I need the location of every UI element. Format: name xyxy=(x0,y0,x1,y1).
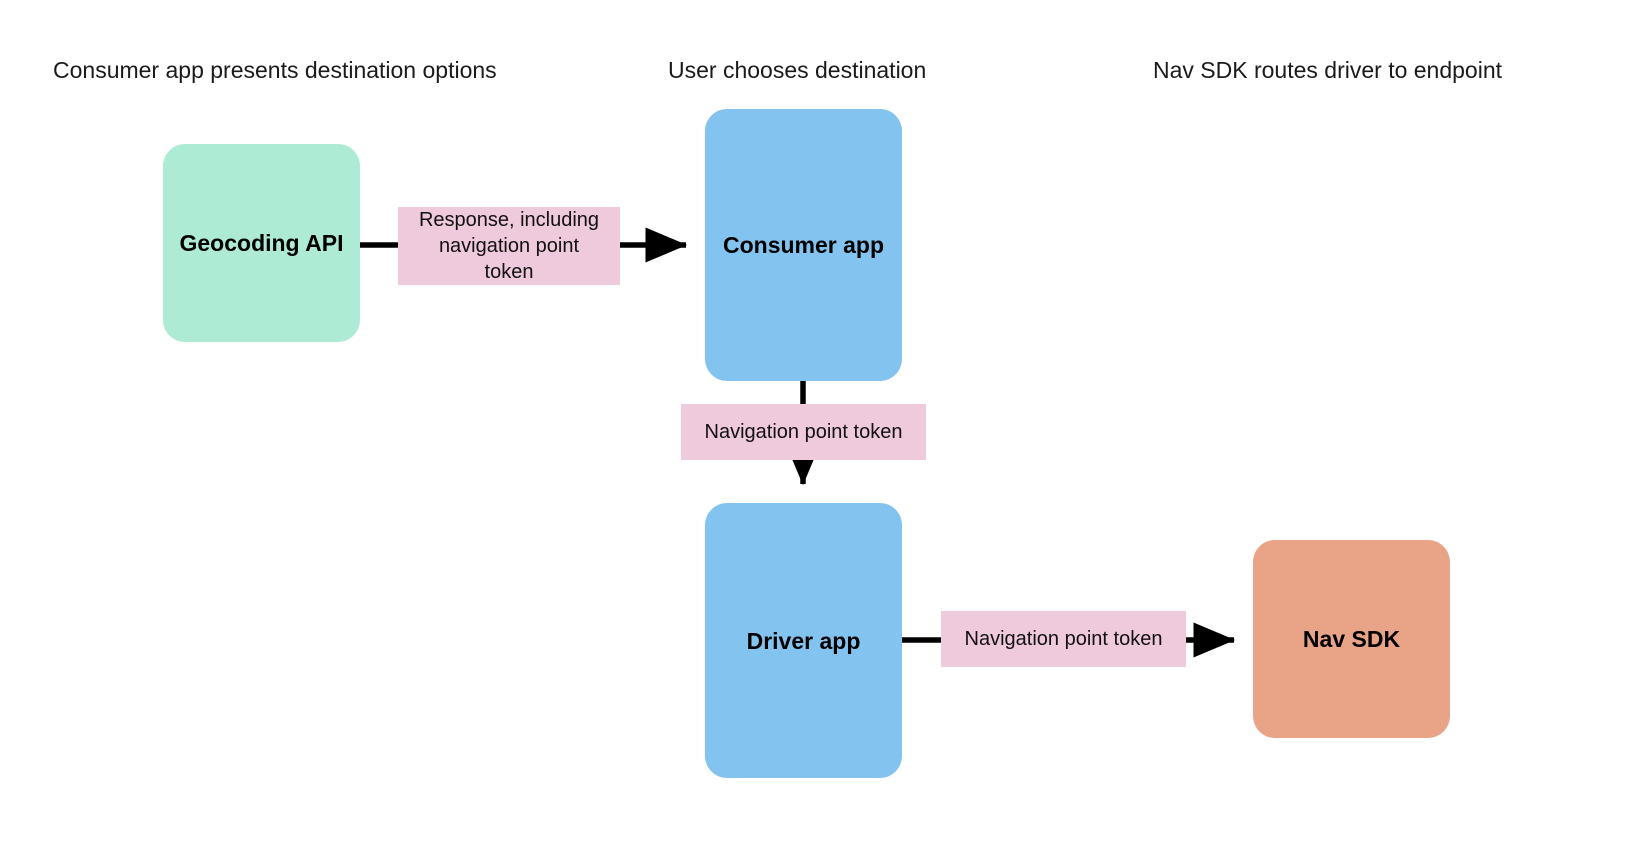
node-geocoding-api-label: Geocoding API xyxy=(179,230,344,256)
node-driver-app-label: Driver app xyxy=(746,627,861,654)
edge-label-nav-token-2-text: Navigation point token xyxy=(964,628,1163,650)
node-driver-app[interactable]: Driver app xyxy=(705,503,902,778)
edge-label-nav-token-1-text: Navigation point token xyxy=(704,421,903,443)
node-geocoding-api[interactable]: Geocoding API xyxy=(163,144,360,342)
node-nav-sdk-label: Nav SDK xyxy=(1302,626,1401,652)
node-consumer-app-label: Consumer app xyxy=(722,232,885,258)
edge-label-navigation-point-token-driver-to-navsdk: Navigation point token xyxy=(941,611,1186,667)
edge-label-navigation-point-token-consumer-to-driver: Navigation point token xyxy=(681,404,926,460)
edge-label-response-text: Response, including navigation point tok… xyxy=(418,209,600,283)
node-nav-sdk[interactable]: Nav SDK xyxy=(1253,540,1450,738)
column-heading-nav-sdk-routes-driver: Nav SDK routes driver to endpoint xyxy=(1153,57,1503,83)
column-heading-user-chooses-destination: User chooses destination xyxy=(668,57,927,83)
column-heading-consumer-app-presents: Consumer app presents destination option… xyxy=(53,57,497,83)
edge-label-response-including-navigation-point-token: Response, including navigation point tok… xyxy=(398,207,620,285)
node-consumer-app[interactable]: Consumer app xyxy=(705,109,902,381)
